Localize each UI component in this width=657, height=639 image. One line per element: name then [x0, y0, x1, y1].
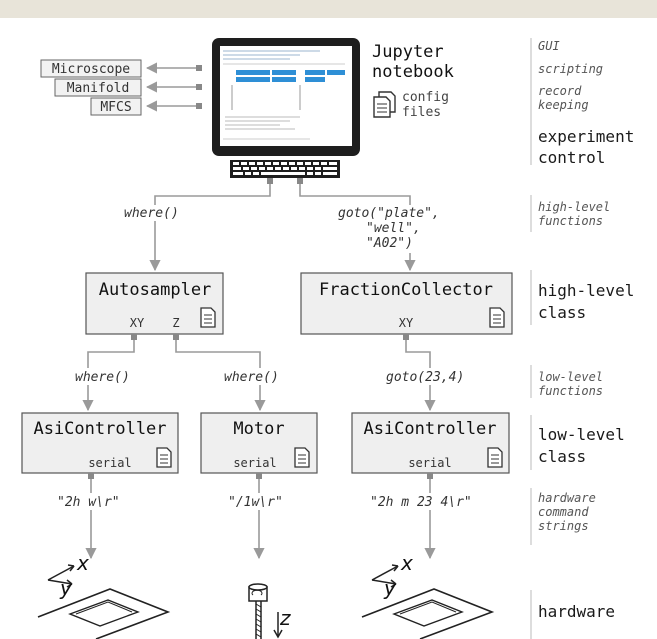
config-files-label-line2: files: [402, 105, 441, 120]
asi-controller-right-box: AsiController serial: [351, 412, 510, 474]
fraction-collector-title: FractionCollector: [319, 280, 493, 300]
label-gui: GUI: [538, 39, 560, 53]
label-experiment-line2: control: [538, 148, 605, 167]
fraction-collector-port-xy: XY: [399, 316, 414, 330]
label-high-class-line1: high-level: [538, 281, 634, 300]
axis-x-left: x: [76, 551, 89, 575]
label-hw-cmd-line2: command: [538, 505, 589, 519]
manifold-label-box: [54, 78, 142, 97]
config-files-icon: [373, 91, 396, 118]
laptop-icon: [212, 38, 360, 178]
where-call-low-left: where(): [75, 370, 130, 385]
autosampler-port-z: Z: [172, 316, 179, 330]
asi-right-port: serial: [408, 456, 451, 470]
label-record-line2: keeping: [538, 98, 589, 112]
asi-left-port: serial: [88, 456, 131, 470]
mfcs-label: MFCS: [100, 100, 131, 115]
label-hw-cmd-line3: strings: [538, 519, 589, 533]
goto-call-low: goto(23,4): [386, 370, 464, 385]
z-motor-icon: z: [248, 583, 291, 639]
label-record-line1: record: [538, 84, 582, 98]
label-low-class-line1: low-level: [538, 425, 625, 444]
microscope-label: Microscope: [52, 62, 130, 77]
manifold-label: Manifold: [67, 81, 130, 96]
label-high-functions-line1: high-level: [538, 200, 610, 214]
cmd-right: "2h m 23 4\r": [370, 495, 472, 510]
document-icon: [487, 447, 503, 468]
microscope-label-box: [40, 59, 142, 78]
mfcs-label-box: [90, 97, 142, 116]
notebook-screen: [220, 46, 352, 146]
xy-stage-right-icon: x y: [361, 551, 495, 639]
document-icon: [294, 447, 310, 468]
autosampler-port-xy: XY: [130, 316, 145, 330]
jupyter-label-line2: notebook: [372, 62, 454, 82]
label-low-class-line2: class: [538, 447, 586, 466]
motor-title: Motor: [233, 419, 284, 439]
autosampler-box: Autosampler XY Z: [85, 272, 224, 335]
label-low-functions-line1: low-level: [538, 370, 603, 384]
document-icon: [156, 447, 172, 468]
axis-y-right: y: [383, 576, 397, 600]
asi-right-title: AsiController: [363, 419, 496, 439]
label-hardware: hardware: [538, 602, 615, 621]
device-labels: Microscope Manifold MFCS: [40, 59, 202, 116]
cmd-left: "2h w\r": [57, 495, 120, 510]
fraction-collector-box: FractionCollector XY: [300, 272, 513, 335]
label-experiment-line1: experiment: [538, 127, 634, 146]
axis-x-right: x: [400, 551, 413, 575]
label-scripting: scripting: [538, 62, 603, 76]
asi-left-title: AsiController: [33, 419, 166, 439]
asi-controller-left-box: AsiController serial: [21, 412, 179, 474]
goto-call-line3: "A02"): [366, 236, 413, 251]
jupyter-label-line1: Jupyter: [372, 42, 444, 62]
label-low-functions-line2: functions: [538, 384, 603, 398]
goto-call-line2: "well",: [366, 221, 421, 236]
goto-call-line1: goto("plate",: [338, 206, 440, 221]
axis-y-left: y: [59, 576, 73, 600]
motor-port: serial: [233, 456, 276, 470]
svg-text:where(): where(): [124, 206, 179, 221]
document-icon: [489, 307, 505, 328]
motor-box: Motor serial: [200, 412, 318, 474]
top-bar: [0, 0, 657, 18]
config-files-label-line1: config: [402, 90, 449, 105]
document-icon: [200, 307, 216, 328]
label-high-class-line2: class: [538, 303, 586, 322]
label-hw-cmd-line1: hardware: [538, 491, 596, 505]
xy-stage-left-icon: x y: [37, 551, 171, 639]
axis-z: z: [279, 606, 291, 630]
label-high-functions-line2: functions: [538, 214, 603, 228]
cmd-mid: "/1w\r": [228, 495, 283, 510]
where-call-low-mid: where(): [224, 370, 279, 385]
autosampler-title: Autosampler: [99, 280, 212, 300]
